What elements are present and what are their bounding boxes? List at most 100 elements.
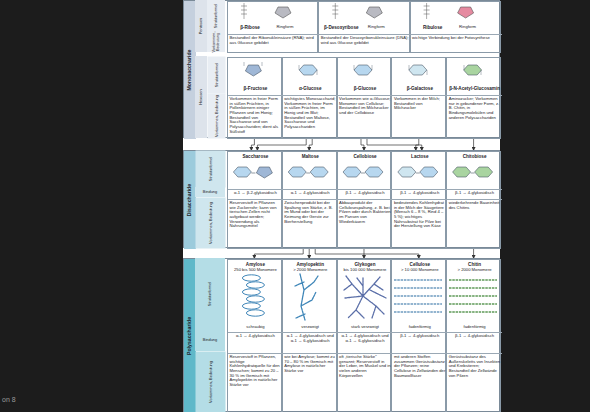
page-note: on 8 [1,396,21,406]
compound-name: Cellulose [392,261,447,268]
cell-text: α-1 → 4-glykosidisch [228,332,283,353]
helix-turn [246,310,264,316]
row-label: Pentosen [195,0,207,52]
ring [310,167,328,177]
row-label: Strukturformel [207,56,225,93]
cell-text: 250 bis 500 Monomere [228,268,283,274]
ring [366,7,382,18]
ring [288,167,306,177]
ring [458,7,474,18]
compound-cell: RibuloseRingformwichtige Verbindung bei … [410,1,501,53]
cellulose-fibres [394,280,442,312]
compound-cell: β-N-Acetyl-GlucosaminAminozucker; Vorkom… [446,57,501,139]
compound-cell: Lactoseβ-1 → 4-glykosidischbedeutendes K… [391,151,446,249]
cell-text: Vorkommen wie α-Glucose; Monomer von Cel… [338,95,393,140]
compound-name: Cellobiose [338,153,393,161]
ring [475,167,493,177]
compound-name: β-Galactose [392,85,447,94]
row-label: Strukturformel [207,0,225,32]
cell-text: Vorkommen in freier Form in süßen Frücht… [228,95,283,140]
row-label: Strukturformel [195,258,225,330]
compound-cell: β-RiboseRingformBestandteil der Ribonukl… [227,1,318,53]
cell-text: α-1 → β-2-glykosidisch [228,189,283,199]
helix-turn [246,282,264,288]
cell-text: wichtige Verbindung bei der Fotosynthese [411,34,502,54]
compound-name: Ribulose [413,24,453,33]
cell-text: Vorkommen in der Milch; Bestandteil von … [392,95,447,140]
row-label: Bindung [195,330,225,351]
cell-text: schraubig [228,324,283,332]
cell-text: Reservestoff in Pflanzen wie Zuckerrohr;… [228,199,283,250]
cell-text: mit anderen Stoffen zusammen Gerüstsubst… [392,353,447,412]
compound-cell: Cellobiose β-1 → 4-glykosidischAbbauprodu… [337,151,392,249]
chitin-fibres [449,280,497,312]
compound-name: Glykogen [338,261,393,268]
ring [233,167,251,177]
compound-name: Amylose [228,261,283,268]
chain-formula [332,3,338,19]
compound-cell: Maltoseα-1 → 4-glykosidischZwischenprodu… [282,151,337,249]
cell-text: fadenförmig [447,324,502,332]
cell-text: β-1 → 4-glykosidisch [447,189,502,199]
ring [409,65,427,75]
ring [420,167,438,177]
ring [299,65,317,75]
cell-text: Ringform [453,24,483,33]
cell-text: Bestandteil der Ribonukleinsäure (RNA); … [228,34,319,54]
ring [343,167,361,177]
row-label: Vorkommen, Bedeutung [207,32,225,52]
cell-text: Zwischenprodukt bei der Spaltung von Stä… [283,199,338,250]
cell-text: β-1 → 4-glykosidisch [392,332,447,353]
cell-text: > 2000 Monomere [447,268,502,274]
row-label: Strukturformel [195,150,225,187]
cell-text: β-1 → 4-glykosidisch [392,189,447,199]
cell-text: Ringform [270,24,300,33]
group-band: Disaccharide Saccharoseα-1 → β-2-glykosid… [183,150,500,248]
compound-name: β-Glucose [338,85,393,94]
compound-name: β-Ribose [230,24,270,33]
compound-cell: β-DesoxyriboseRingformBestandteil der De… [318,1,409,53]
compound-cell: Chitin> 2000 Monomere fadenförmigβ-1 → 4-… [446,259,501,412]
ring [245,65,261,76]
cell-text: Reservestoff in Pflanzen, wichtige Kohle… [228,353,283,412]
helix-turn [246,296,264,302]
cell-text: Bestandteil der Desoxyribonukleinsäure (… [319,34,410,54]
chain-formula [424,3,430,19]
chain-formula [241,3,247,19]
cell-text: β-1 → 4-glykosidisch [447,332,502,353]
amylopektin-chain [295,274,318,320]
band-title: Disaccharide [184,151,196,249]
compound-name: β-N-Acetyl-Glucosamin [447,85,502,94]
ring [256,167,272,178]
group-band: PolysaccharideAmylose250 bis 500 Monomer… [183,258,500,412]
cell-text: α-1 → 4-glykosidisch [283,189,338,199]
compound-cell: Amylose250 bis 500 Monomere schraubigα-1 … [227,259,282,412]
compound-name: β-Desoxyribose [321,24,361,33]
cell-text: Ringform [361,24,391,33]
row-label: Bindung [195,187,225,197]
ring [453,167,471,177]
helix-turn [242,303,260,309]
cell-text: Abbauprodukt der Cellulosespaltung, z. B… [338,199,393,250]
helix-turn [242,289,260,295]
compound-cell: Cellulose> 10 000 Monomerefadenförmigβ-1… [391,259,446,412]
cell-text: β-1 → 4-glykosidisch [338,189,393,199]
cell-text: Aminozucker; Vorkommen nur in gebundener… [447,95,502,140]
group-band: Monosaccharideβ-RiboseRingformBestandtei… [183,0,500,138]
row-label: Vorkommen, Bedeutung [195,351,225,412]
compound-name: Chitin [447,261,502,268]
cell-text: bis 100 000 Monomere [338,268,393,274]
ring [365,167,383,177]
bond [251,173,474,174]
amylose-helix [242,275,264,316]
cell-text: wiederkehrende Baueinheit des Chitins [447,199,502,250]
cell-text: oft „tierische Stärke“ genannt; Reserves… [338,353,393,412]
cell-text: wie bei Amylose; kommt zu 70 – 80 % im G… [283,353,338,412]
cell-text: verzweigt [283,324,338,332]
compound-cell: β-GalactoseVorkommen in der Milch; Besta… [391,57,446,139]
cell-text: Gerüstsubstanz des Außenskeletts von Ins… [447,353,502,412]
ring [464,65,482,75]
ring [398,167,416,177]
compound-cell: Saccharoseα-1 → β-2-glykosidischReserves… [227,151,282,249]
